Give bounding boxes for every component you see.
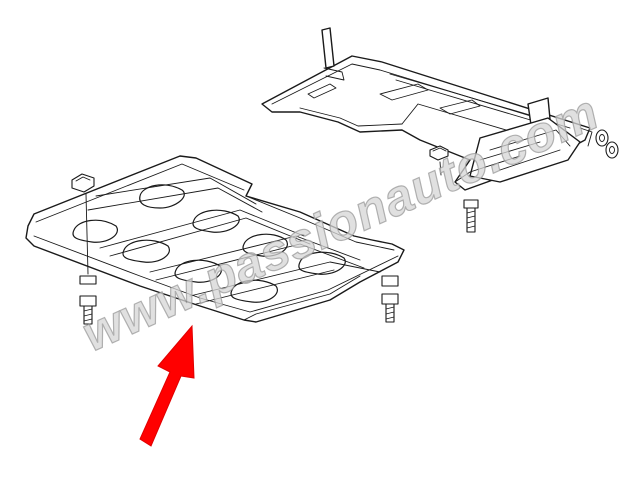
front-left-bolt	[79, 275, 97, 325]
red-pointer-arrow	[139, 324, 195, 447]
front-skid-plate	[25, 155, 405, 323]
front-right-nut	[381, 275, 399, 287]
rear-washer-1	[595, 129, 609, 147]
rear-centerline	[439, 161, 442, 176]
rear-bolt	[463, 199, 479, 233]
front-left-centerline	[85, 193, 89, 275]
rear-washer-2	[605, 141, 619, 159]
front-left-nut	[71, 173, 95, 193]
front-right-bolt	[381, 293, 399, 323]
rear-left-nut	[429, 145, 449, 161]
rear-skid-plate	[261, 27, 593, 191]
